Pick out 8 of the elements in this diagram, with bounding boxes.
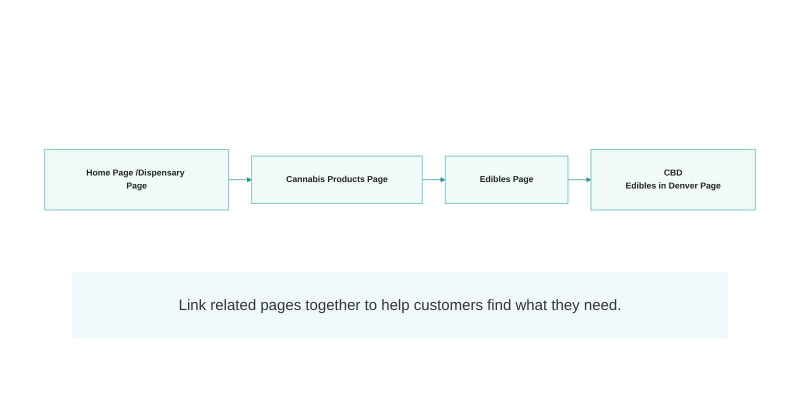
- node-box: CBD Edibles in Denver Page: [590, 149, 756, 211]
- arrow: [422, 177, 446, 183]
- node-box: Cannabis Products Page: [251, 156, 423, 204]
- arrow: [568, 177, 592, 183]
- node-box: Edibles Page: [444, 156, 568, 204]
- arrow: [228, 177, 252, 183]
- caption: Link related pages together to help customers find what they need.: [72, 272, 728, 338]
- node-box: Home Page /Dispensary Page: [44, 149, 230, 211]
